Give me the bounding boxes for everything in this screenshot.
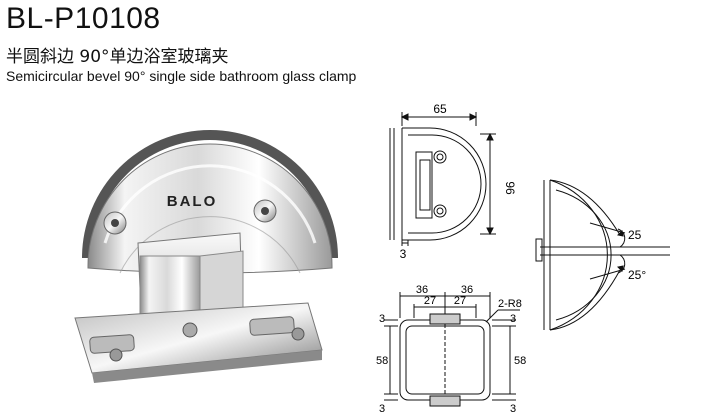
product-photo: BALO <box>74 130 338 383</box>
dim-right-inner: 27 <box>454 295 466 307</box>
angle-top: 25 <box>628 228 642 242</box>
dim-left-inner: 27 <box>424 295 436 307</box>
angle-bottom: 25° <box>628 268 646 282</box>
angle-view-drawing: 25 25° <box>535 179 670 331</box>
dim-left-height: 58 <box>376 355 388 367</box>
dim-top-left-offset: 3 <box>379 313 385 325</box>
dim-height: 96 <box>503 181 517 195</box>
dim-gap: 3 <box>400 247 407 260</box>
dim-bottom-right-offset: 3 <box>510 403 516 415</box>
dim-top-right-offset: 3 <box>510 313 516 325</box>
brand-logo: BALO <box>167 193 218 210</box>
front-view-drawing: 36 27 36 27 2-R8 58 58 3 3 3 3 <box>376 284 526 415</box>
side-view-drawing: 65 96 3 <box>389 102 517 260</box>
product-name-chinese: 半圆斜边 90°单边浴室玻璃夹 <box>6 47 229 67</box>
dim-width: 65 <box>433 102 447 116</box>
dim-bottom-left-offset: 3 <box>379 403 385 415</box>
dim-radius: 2-R8 <box>498 298 522 310</box>
dim-left-width: 36 <box>416 284 428 296</box>
dim-right-width: 36 <box>461 284 473 296</box>
dim-right-height: 58 <box>514 355 526 367</box>
product-name-english: Semicircular bevel 90° single side bathr… <box>6 68 357 84</box>
product-model: BL-P10108 <box>6 2 161 35</box>
